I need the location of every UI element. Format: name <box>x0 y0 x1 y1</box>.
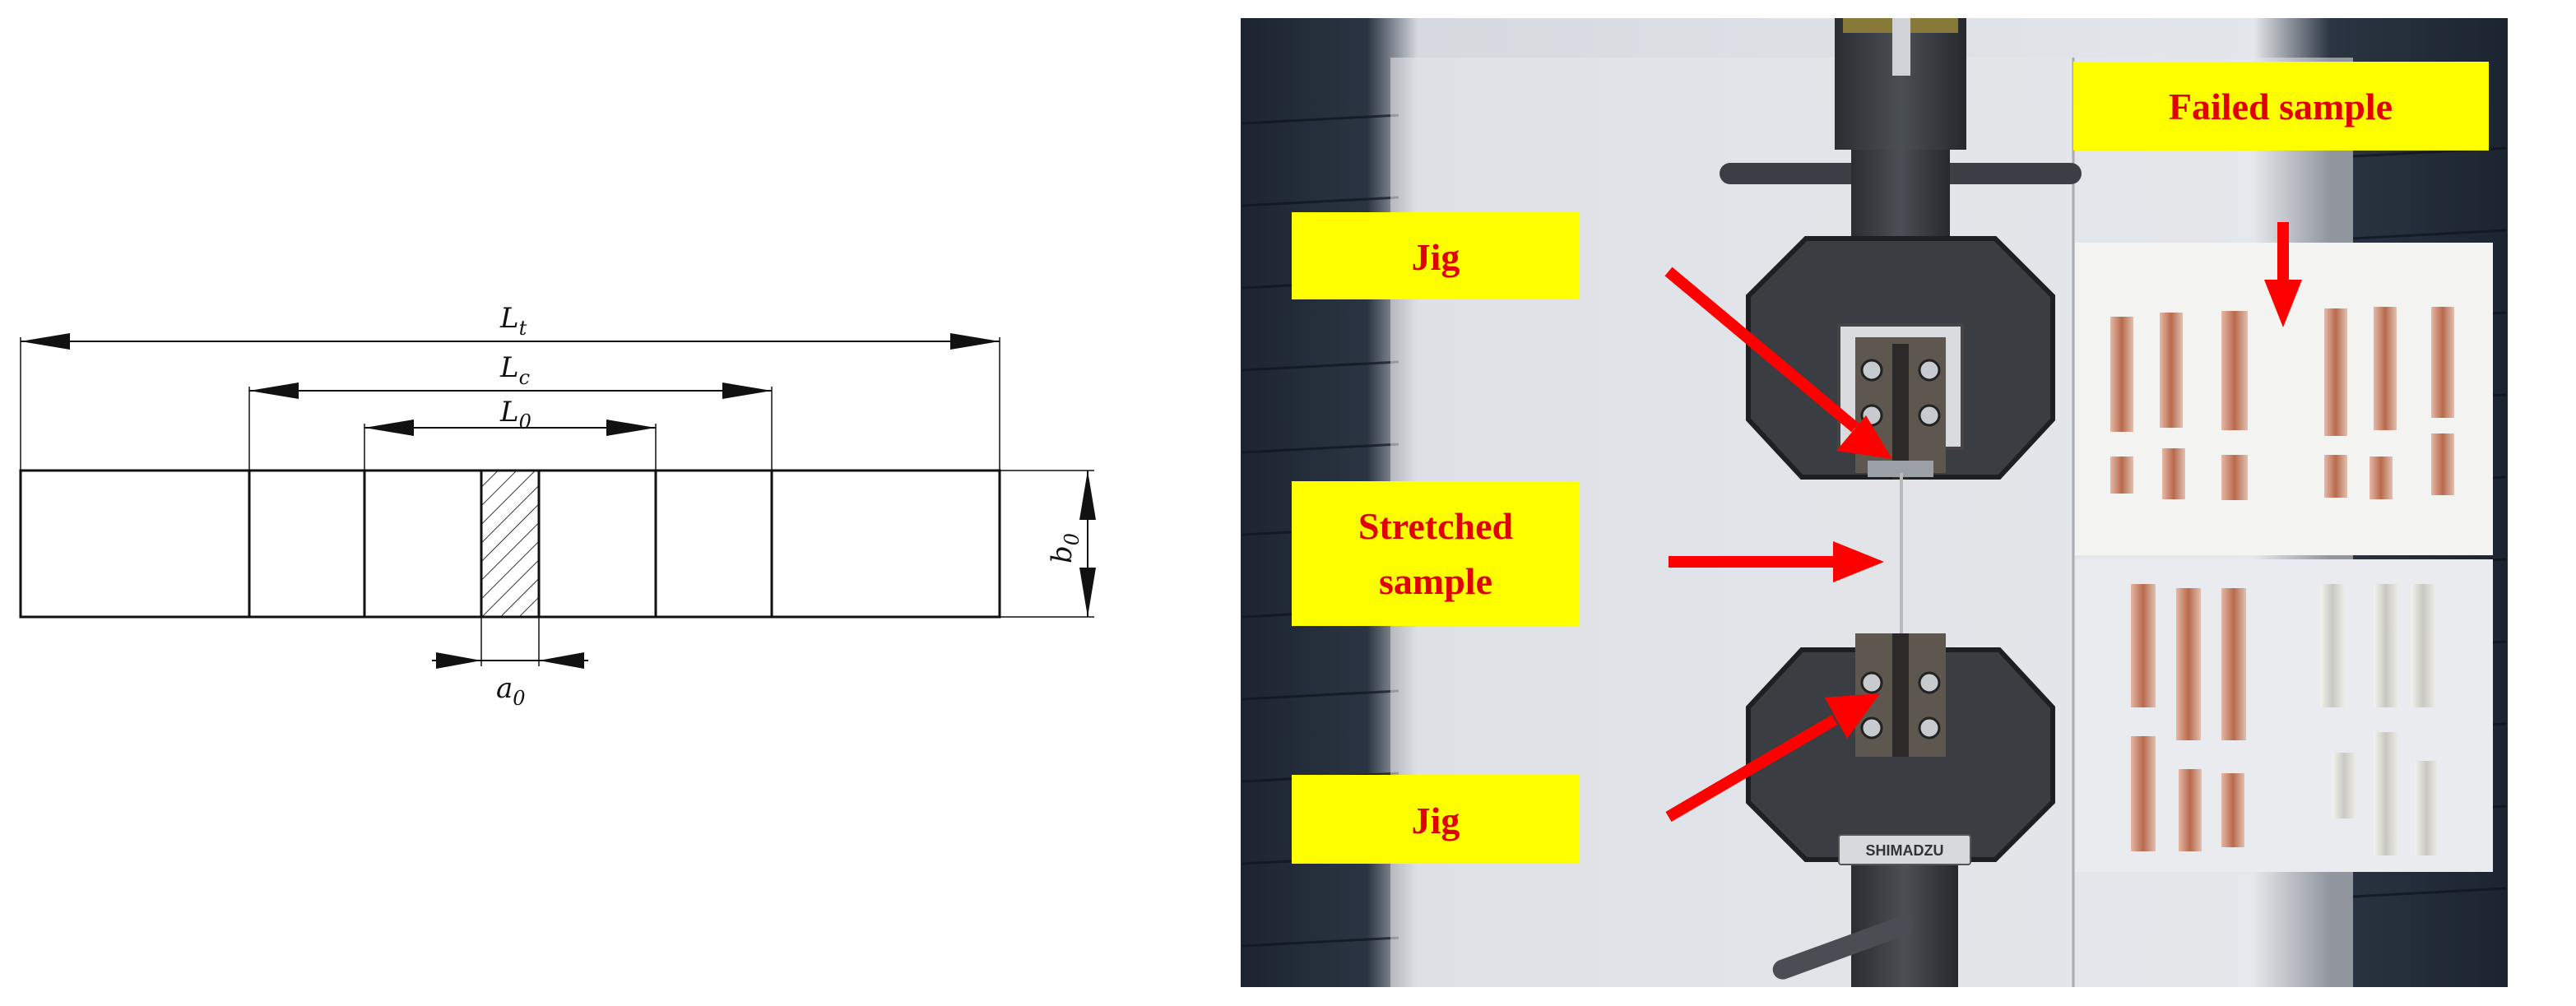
dimension-l0: L0 <box>364 396 656 436</box>
callout-stretched-sample: Stretched sample <box>1292 481 1580 626</box>
svg-text:Lc: Lc <box>499 351 530 389</box>
dimension-lc: Lc <box>249 351 772 399</box>
callout-stretched-sample-line1: Stretched <box>1358 505 1514 547</box>
callout-stretched-sample-line2: sample <box>1379 560 1492 602</box>
svg-text:Lt: Lt <box>499 302 527 340</box>
upper-grip <box>1746 236 2055 480</box>
dimension-a0-symbol: a <box>496 672 513 705</box>
specimen-drawing: Lt Lc L0 b0 <box>19 302 1096 710</box>
callout-jig-upper-label: Jig <box>1412 236 1460 278</box>
dimension-b0-subscript: 0 <box>1061 533 1084 545</box>
callout-failed-sample-label: Failed sample <box>2169 86 2393 127</box>
dimension-a0: a0 <box>432 652 588 710</box>
tensile-test-photo: SHIMADZU <box>1241 18 2508 987</box>
failed-sample-piece <box>2131 584 2438 855</box>
machine-brand-plate: SHIMADZU <box>1866 842 1944 859</box>
callout-failed-sample: Failed sample <box>2073 62 2489 151</box>
dimension-l0-symbol: L <box>499 396 519 429</box>
dimension-lc-symbol: L <box>499 351 519 384</box>
arrow-to-lower-jig <box>1665 693 1880 823</box>
upper-crosshead <box>1720 18 2082 240</box>
lower-grip: SHIMADZU <box>1746 633 2055 987</box>
callout-jig-lower: Jig <box>1292 775 1580 864</box>
hatched-gauge-area <box>480 469 541 619</box>
arrow-to-upper-jig <box>1664 267 1892 459</box>
dimension-a0-subscript: 0 <box>513 687 525 710</box>
svg-text:L0: L0 <box>499 396 531 433</box>
dimension-lt-symbol: L <box>499 302 519 335</box>
callout-jig-upper: Jig <box>1292 212 1580 299</box>
failed-sample-piece <box>2110 307 2454 500</box>
dimension-b0-symbol: b <box>1046 545 1079 563</box>
dimension-l0-subscript: 0 <box>519 410 531 433</box>
svg-text:b0: b0 <box>1046 533 1084 563</box>
dimension-lt: Lt <box>21 302 1000 350</box>
callout-jig-lower-label: Jig <box>1412 800 1460 841</box>
svg-text:a0: a0 <box>496 672 526 710</box>
dimension-lc-subscript: c <box>519 366 530 389</box>
dimension-b0: b0 <box>1046 471 1096 617</box>
arrow-to-stretched-sample <box>1669 541 1884 582</box>
arrow-to-failed-samples <box>2264 222 2302 327</box>
extension-lines <box>20 337 1094 666</box>
dimension-lt-subscript: t <box>519 317 527 340</box>
